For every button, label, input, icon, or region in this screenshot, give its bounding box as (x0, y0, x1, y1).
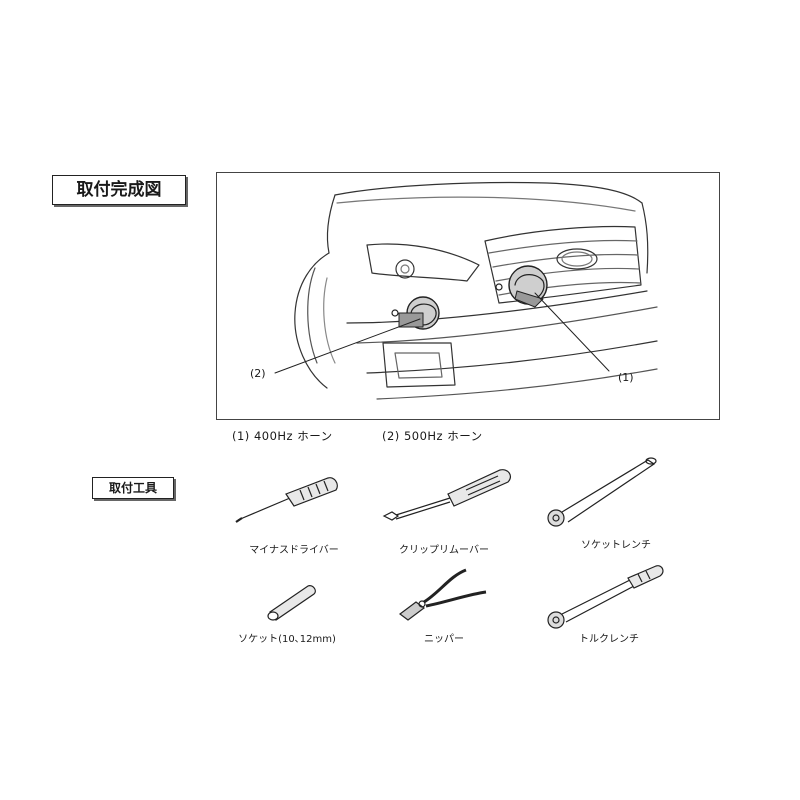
install-heading: 取付完成図 (52, 175, 186, 205)
clip-remover-icon (382, 469, 512, 521)
socket-icon (267, 585, 316, 621)
nipper-icon (399, 568, 487, 621)
tool-label-clip-remover: クリップリムーバー (399, 545, 489, 556)
car-front-illustration (274, 181, 658, 400)
tool-label-socket-wrench: ソケットレンチ (581, 540, 651, 551)
tool-torque-wrench (530, 562, 680, 632)
tool-clip-remover (370, 460, 520, 530)
socket-wrench-icon (547, 457, 657, 527)
tool-label-socket: ソケット(10､12mm) (238, 634, 336, 645)
flathead-screwdriver-icon (235, 477, 338, 523)
torque-wrench-icon (547, 565, 664, 629)
callout-400hz-horn: (1) (618, 371, 634, 384)
tool-flathead-screwdriver (220, 470, 370, 530)
tool-label-flathead-screwdriver: マイナスドライバー (249, 545, 339, 556)
callout-500hz-horn: (2) (250, 367, 266, 380)
tool-socket-wrench (530, 452, 680, 532)
caption-400hz-horn: (1) 400Hz ホーン (232, 429, 333, 443)
tool-label-torque-wrench: トルクレンチ (579, 634, 639, 645)
installation-figure (216, 172, 720, 420)
tool-socket (220, 572, 370, 622)
tool-nipper (370, 562, 520, 626)
tools-heading: 取付工具 (92, 477, 174, 499)
tool-label-nipper: ニッパー (424, 634, 464, 645)
caption-500hz-horn: (2) 500Hz ホーン (382, 429, 483, 443)
